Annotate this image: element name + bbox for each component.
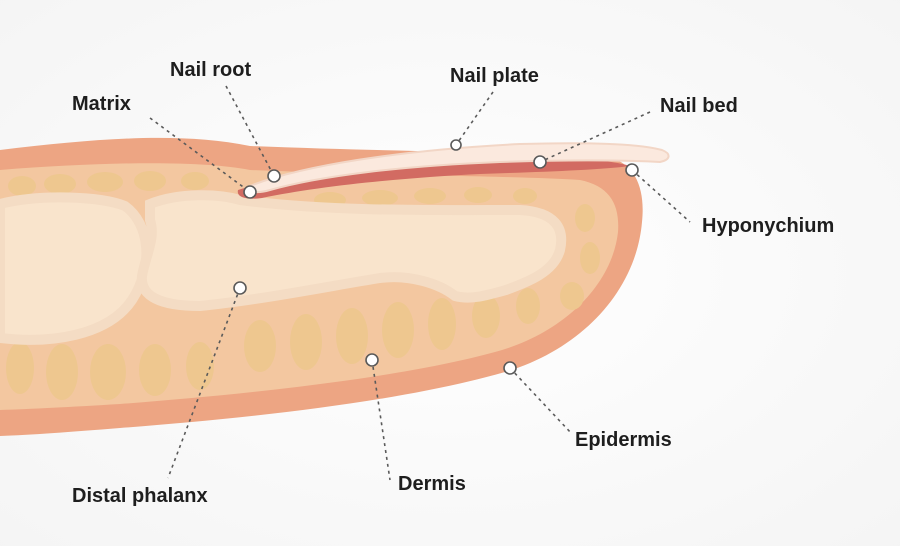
pin-nail-plate — [450, 139, 462, 151]
nail-plate-layer — [248, 142, 670, 194]
pin-matrix — [243, 185, 257, 199]
fat-lobules — [6, 171, 600, 400]
leader-nail-bed — [539, 111, 651, 163]
leader-nail-root — [225, 85, 275, 177]
label-epidermis: Epidermis — [575, 429, 672, 451]
label-hyponychium: Hyponychium — [702, 215, 834, 237]
labels: Matrix Nail root Nail plate Nail bed Hyp… — [72, 59, 834, 507]
pin-nail-bed — [533, 155, 547, 169]
pin-epidermis — [503, 361, 517, 375]
label-dermis: Dermis — [398, 473, 466, 495]
nail-bed-layer — [237, 159, 630, 199]
label-matrix: Matrix — [72, 93, 131, 115]
anchor-points — [233, 139, 639, 375]
label-distal-phalanx: Distal phalanx — [72, 485, 208, 507]
distal-phalanx-bone — [136, 190, 567, 312]
pin-dermis — [365, 353, 379, 367]
pin-distal-phalanx — [233, 281, 247, 295]
leader-distal-phalanx — [167, 287, 241, 479]
leader-lines — [149, 85, 691, 481]
label-nail-root: Nail root — [170, 59, 251, 81]
label-nail-bed: Nail bed — [660, 95, 738, 117]
pin-hyponychium — [625, 163, 639, 177]
leader-epidermis — [509, 367, 573, 435]
leader-hyponychium — [631, 169, 691, 223]
pin-nail-root — [267, 169, 281, 183]
label-nail-plate: Nail plate — [450, 65, 539, 87]
